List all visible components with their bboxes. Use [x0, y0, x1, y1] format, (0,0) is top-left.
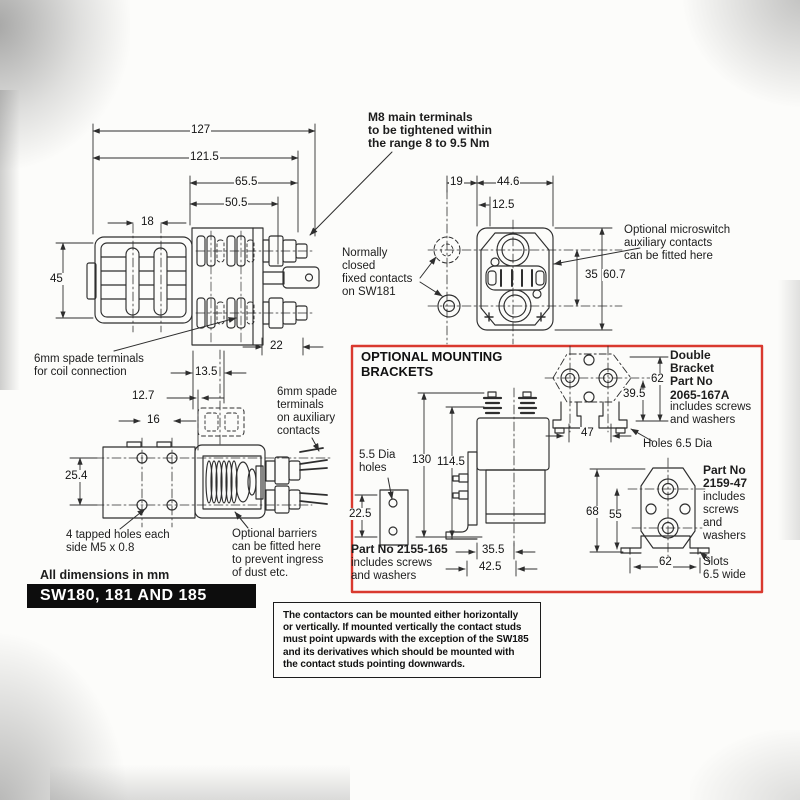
part-2065-167A-includes: includes screws and washers — [670, 401, 752, 426]
nc-spade-terminal — [262, 266, 320, 289]
part-2065-167A: Double Bracket Part No 2065-167A — [670, 348, 730, 402]
panel-title: OPTIONAL MOUNTING BRACKETS — [361, 349, 503, 379]
dim-39-5: 39.5 — [622, 388, 647, 401]
dim-42-5: 42.5 — [478, 561, 503, 574]
dim-12-5: 12.5 — [491, 199, 516, 212]
aux-spade-prongs — [299, 447, 328, 505]
dim-35-5: 35.5 — [481, 544, 506, 557]
part-2155-165: Part No 2155-165 — [351, 542, 448, 556]
coil-spade-note: 6mm spade terminals for coil connection — [34, 353, 144, 378]
dim-62-double: 62 — [650, 373, 665, 386]
dim-60-7: 60.7 — [602, 269, 627, 282]
terminal-cluster — [196, 235, 255, 329]
all-dimensions-note: All dimensions in mm — [40, 568, 170, 582]
holes-6-5-note: Holes 6.5 Dia — [643, 438, 713, 450]
dim-44-6: 44.6 — [496, 176, 521, 189]
aux-spade-note: 6mm spade terminals on auxiliary contact… — [277, 386, 338, 437]
dim-18: 18 — [140, 216, 155, 229]
part-2159-47: Part No 2159-47 — [703, 463, 748, 491]
dim-12-7: 12.7 — [131, 390, 156, 403]
plate-holes-note: 5.5 Dia holes — [359, 449, 396, 474]
bracket-2065-167A — [544, 345, 669, 443]
dim-47: 47 — [580, 427, 595, 440]
microswitch-note: Optional microswitch auxiliary contacts … — [624, 224, 731, 262]
dim-19: 19 — [449, 176, 464, 189]
dim-127: 127 — [190, 124, 212, 137]
stud-stacks — [482, 396, 538, 415]
dim-121-5: 121.5 — [189, 151, 220, 164]
part-2159-47-includes: includes screws and washers — [703, 491, 746, 542]
dim-114-5: 114.5 — [436, 456, 466, 469]
slots-note: Slots 6.5 wide — [703, 556, 746, 581]
plan-view — [191, 227, 320, 346]
dim-62-single: 62 — [658, 556, 673, 569]
dim-22: 22 — [269, 340, 284, 353]
dim-16: 16 — [146, 414, 161, 427]
dim-22-5: 22.5 — [348, 508, 373, 521]
tapped-holes-note: 4 tapped holes each side M5 x 0.8 — [66, 529, 170, 554]
dim-65-5: 65.5 — [234, 176, 259, 189]
plus-marks — [484, 312, 546, 322]
dim-68: 68 — [585, 506, 600, 519]
dim-55: 55 — [608, 509, 623, 522]
coil-end-view — [86, 223, 193, 333]
dim-45: 45 — [49, 273, 64, 286]
m8-terminals-note: M8 main terminals to be tightened within… — [368, 110, 492, 151]
dim-50-5: 50.5 — [224, 197, 249, 210]
contactor-elevation — [415, 387, 550, 577]
dim-35: 35 — [584, 269, 599, 282]
top-dimensions — [55, 123, 324, 410]
m8-stud-bottom — [262, 297, 308, 329]
product-title-banner: SW180, 181 AND 185 — [27, 584, 256, 608]
nc-contacts-note: Normally closed fixed contacts on SW181 — [342, 247, 413, 298]
mounting-note-box: The contactors can be mounted either hor… — [273, 602, 541, 678]
dim-13-5: 13.5 — [194, 366, 219, 379]
part-2155-165-includes: includes screws and washers — [351, 557, 433, 582]
optional-brackets-panel — [350, 344, 764, 594]
leader-lines — [113, 151, 641, 530]
aux-side-view — [69, 349, 331, 528]
dim-25-4: 25.4 — [64, 470, 89, 483]
barriers-note: Optional barriers can be fitted here to … — [232, 528, 324, 579]
front-view — [427, 175, 623, 345]
dim-130: 130 — [411, 454, 433, 467]
m8-stud-top — [262, 235, 308, 267]
